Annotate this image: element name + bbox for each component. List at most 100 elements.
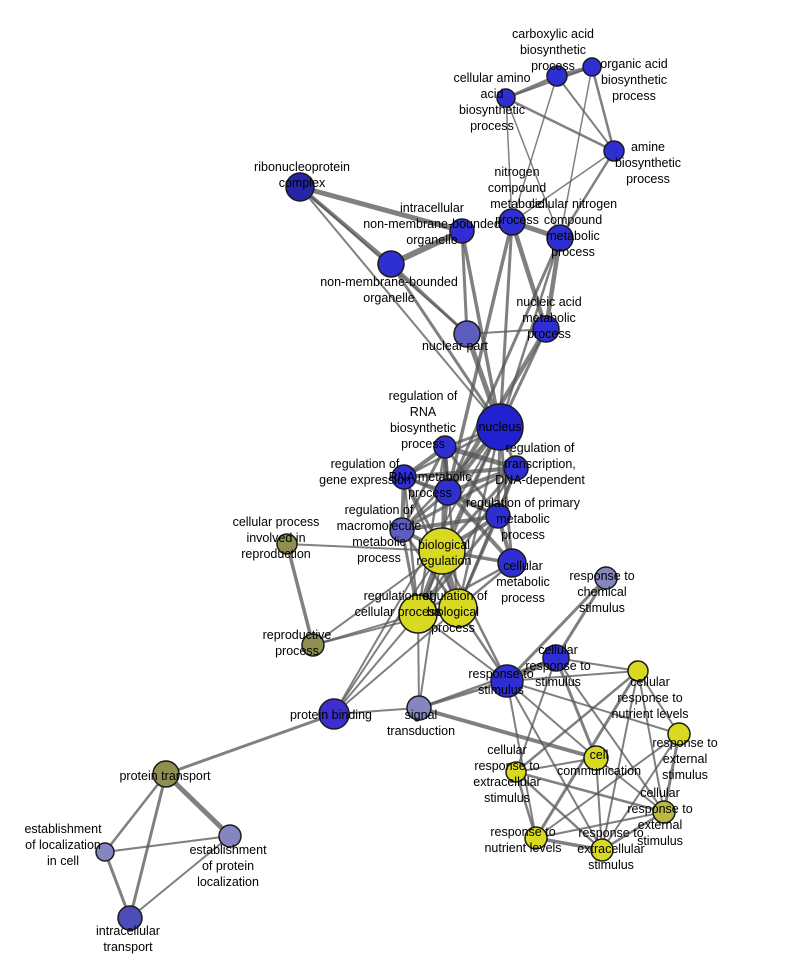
node-label-pb: protein binding bbox=[290, 708, 372, 722]
graph-node-ncm[interactable] bbox=[498, 208, 526, 236]
graph-node-rbp[interactable] bbox=[438, 588, 478, 628]
graph-node-rrb[interactable] bbox=[433, 435, 457, 459]
graph-node-cres[interactable] bbox=[505, 761, 527, 783]
graph-edge-rextr-crexs bbox=[601, 810, 665, 852]
node-layer bbox=[95, 57, 691, 931]
graph-edge-am-ncm bbox=[511, 150, 615, 223]
graph-edge-pb-nuc bbox=[333, 426, 501, 715]
graph-node-ca[interactable] bbox=[546, 65, 568, 87]
graph-edge-nmo-np bbox=[389, 262, 469, 336]
graph-node-rnp[interactable] bbox=[285, 172, 315, 202]
graph-edge-ncm-rnam bbox=[446, 221, 514, 493]
graph-edge-rp-bre bbox=[312, 550, 443, 646]
graph-node-rcs[interactable] bbox=[594, 566, 618, 590]
graph-node-am[interactable] bbox=[603, 140, 625, 162]
graph-node-res[interactable] bbox=[667, 722, 691, 746]
node-label-np: nuclear part bbox=[422, 339, 489, 353]
graph-edge-caa-cncm bbox=[505, 97, 561, 239]
graph-edge-ca-ncm bbox=[511, 75, 558, 223]
node-label-nuc: nucleus bbox=[478, 420, 521, 434]
graph-edge-caa-am bbox=[505, 96, 615, 153]
graph-node-it[interactable] bbox=[117, 905, 143, 931]
graph-edge-cncm-nam bbox=[543, 237, 563, 330]
graph-node-rp[interactable] bbox=[301, 633, 325, 657]
graph-edge-pb-pt bbox=[165, 712, 335, 776]
graph-edge-crs-crexs bbox=[555, 657, 665, 813]
graph-node-epl[interactable] bbox=[218, 824, 242, 848]
graph-node-elc[interactable] bbox=[95, 842, 115, 862]
graph-node-nam[interactable] bbox=[532, 315, 560, 343]
graph-edge-crs-rcs bbox=[554, 577, 608, 659]
graph-node-bre[interactable] bbox=[418, 527, 466, 575]
graph-node-oa[interactable] bbox=[582, 57, 602, 77]
graph-edge-res-rextr bbox=[601, 733, 680, 851]
graph-node-rnam[interactable] bbox=[434, 478, 462, 506]
graph-node-rextr[interactable] bbox=[590, 838, 614, 862]
graph-edge-ncm-nam bbox=[509, 221, 549, 330]
graph-edge-cncm-rnam bbox=[446, 237, 562, 493]
graph-node-pt[interactable] bbox=[152, 760, 180, 788]
graph-edge-crnl-cres bbox=[515, 670, 639, 773]
graph-node-rge[interactable] bbox=[391, 464, 417, 490]
graph-edge-cres-rextr bbox=[515, 771, 603, 851]
graph-node-pb[interactable] bbox=[318, 698, 350, 730]
graph-node-crexs[interactable] bbox=[652, 800, 676, 824]
graph-edge-rs-cc bbox=[506, 680, 597, 759]
graph-node-cncm[interactable] bbox=[546, 224, 574, 252]
graph-edge-cc-st bbox=[418, 706, 597, 760]
graph-edge-am-cncm bbox=[558, 150, 616, 239]
graph-edge-rtd-rge bbox=[403, 466, 517, 479]
graph-edge-rnp-inmo bbox=[299, 184, 463, 234]
node-label-pt: protein transport bbox=[119, 769, 211, 783]
graph-node-cmp[interactable] bbox=[497, 548, 527, 578]
graph-node-rnl[interactable] bbox=[524, 826, 548, 850]
graph-edge-crs-crnl bbox=[555, 657, 639, 672]
graph-edge-cpr-rp bbox=[285, 543, 315, 646]
graph-node-crnl[interactable] bbox=[627, 660, 649, 682]
graph-edge-res-rnl bbox=[535, 733, 680, 839]
graph-node-cpr[interactable] bbox=[276, 533, 298, 555]
graph-edge-ncm-nuc bbox=[498, 221, 514, 428]
graph-edge-epl-elc bbox=[104, 835, 231, 853]
graph-node-crs[interactable] bbox=[542, 644, 570, 672]
graph-node-inmo[interactable] bbox=[449, 218, 475, 244]
edge-layer bbox=[103, 65, 681, 919]
graph-node-caa[interactable] bbox=[496, 88, 516, 108]
graph-node-rcp[interactable] bbox=[398, 594, 438, 634]
graph-edge-pt-elc bbox=[104, 773, 167, 853]
graph-node-rs[interactable] bbox=[490, 664, 524, 698]
graph-edge-cres-crexs bbox=[515, 770, 665, 814]
graph-node-nmo[interactable] bbox=[377, 250, 405, 278]
graph-node-np[interactable] bbox=[453, 320, 481, 348]
graph-node-rpm[interactable] bbox=[485, 503, 511, 529]
graph-edge-ca-am bbox=[556, 75, 615, 152]
graph-node-nuc[interactable] bbox=[476, 403, 524, 451]
graph-node-rmm[interactable] bbox=[389, 517, 415, 543]
graph-node-rtd[interactable] bbox=[503, 455, 529, 481]
graph-node-cc[interactable] bbox=[583, 745, 609, 771]
graph-edge-crs-cc bbox=[554, 657, 598, 759]
graph-edge-pb-bre bbox=[333, 550, 443, 715]
graph-edge-crs-cres bbox=[515, 657, 557, 773]
graph-node-st[interactable] bbox=[406, 695, 432, 721]
